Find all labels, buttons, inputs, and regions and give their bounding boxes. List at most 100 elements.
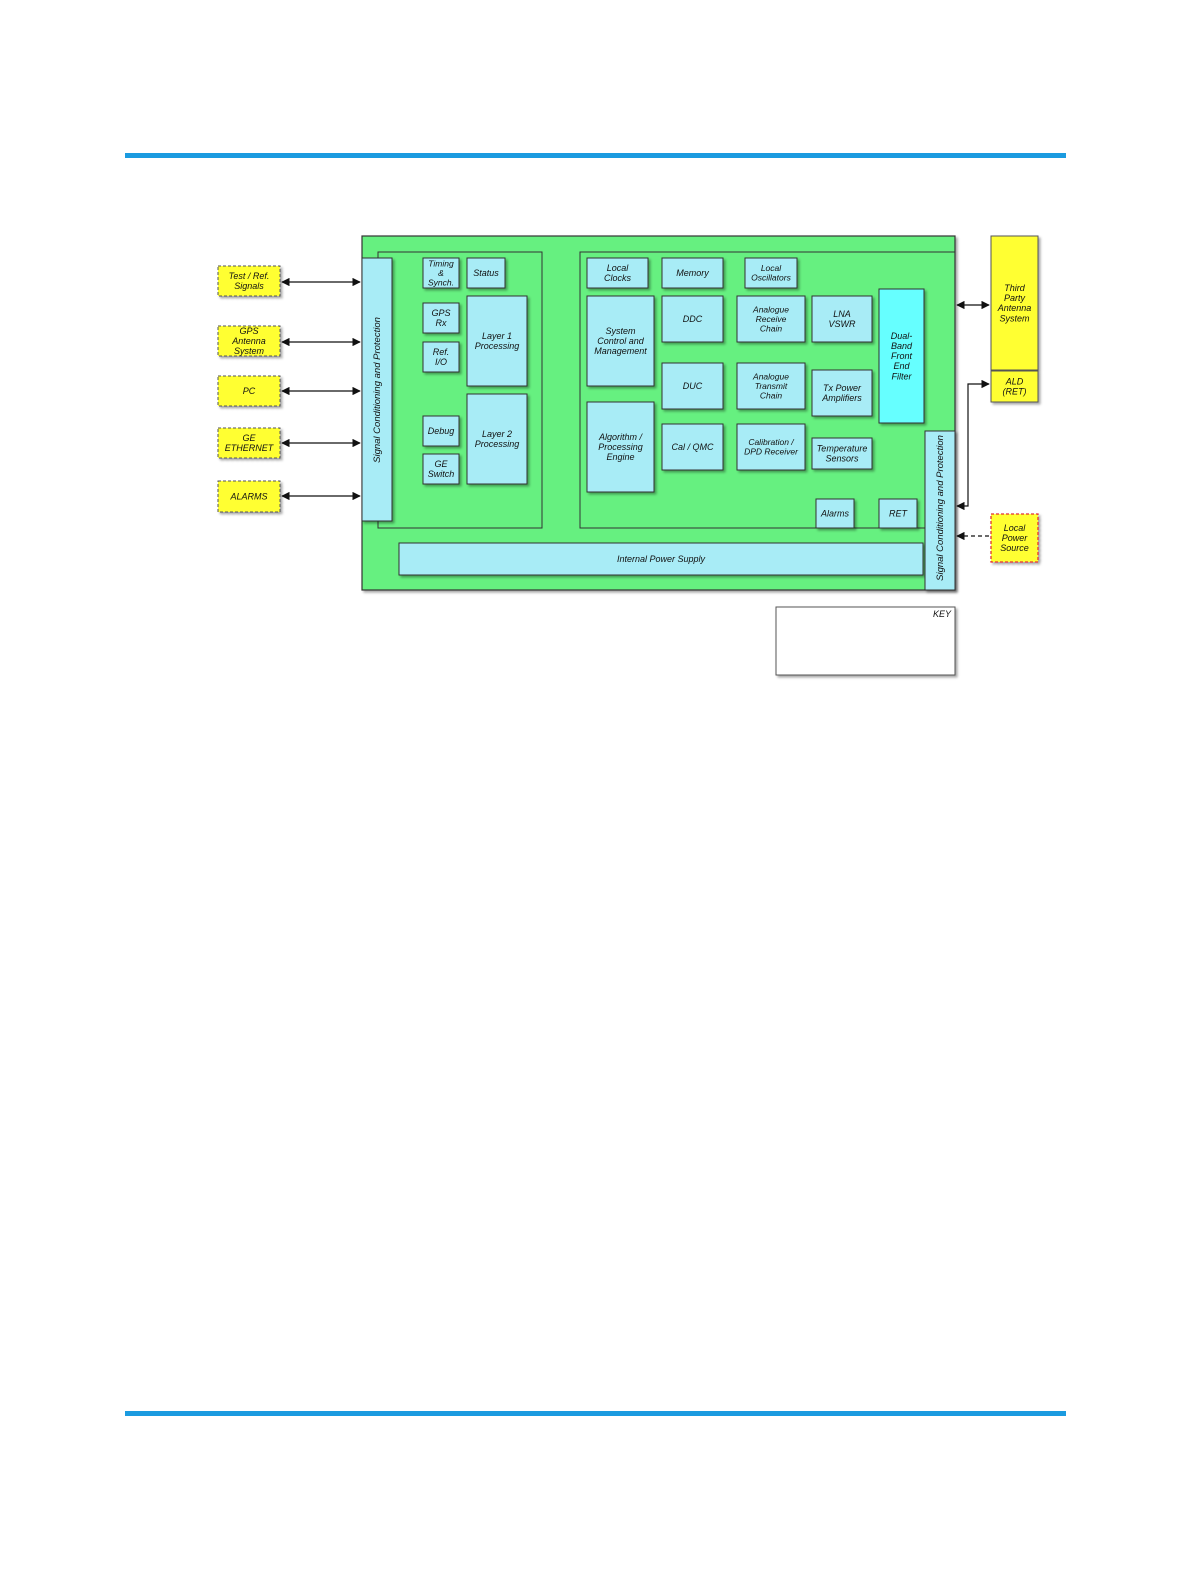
mod-alarms: Alarms — [815, 498, 855, 529]
mod-status-label: Status — [473, 268, 499, 278]
mod-ret: RET — [878, 498, 918, 529]
ext-test-ref: Test / Ref.Signals — [217, 265, 281, 297]
mod-system-control-label: Management — [594, 346, 647, 356]
mod-layer1-box — [466, 295, 528, 387]
mod-memory-box — [661, 257, 724, 289]
mod-dual-band-label: End — [893, 361, 910, 371]
mod-duc-box — [661, 362, 724, 410]
mod-ddc: DDC — [661, 295, 724, 343]
key-title: KEY — [933, 609, 952, 619]
mod-analogue-tx-label: Analogue — [752, 371, 789, 381]
ext-pc-box — [217, 375, 281, 407]
mod-layer2-box — [466, 393, 528, 485]
mod-lna-label: LNA — [833, 309, 851, 319]
ext-ald-label: ALD — [1005, 377, 1024, 387]
ext-gps-antenna-label: System — [234, 346, 265, 356]
mod-alarms-label: Alarms — [820, 509, 850, 519]
mod-debug: Debug — [422, 415, 460, 447]
ext-gps-antenna-label: Antenna — [231, 336, 266, 346]
mod-gps-rx-label: Rx — [436, 318, 447, 328]
mod-ddc-label: DDC — [683, 314, 703, 324]
mod-gps-rx-box — [422, 302, 460, 334]
mod-timing-box — [422, 257, 460, 289]
mod-system-control-label: System — [605, 326, 636, 336]
mod-calibration: Calibration /DPD Receiver — [736, 423, 806, 471]
mod-algorithm-box — [586, 401, 655, 493]
mod-debug-label: Debug — [428, 426, 455, 436]
mod-ref-io-label: I/O — [435, 357, 447, 367]
mod-analogue-rx-label: Analogue — [752, 304, 789, 314]
mod-calibration-label: Calibration / — [748, 437, 795, 447]
mod-layer1-label: Layer 1 — [482, 331, 512, 341]
mod-local-clocks-label: Local — [607, 263, 630, 273]
mod-algorithm-label: Engine — [606, 452, 634, 462]
mod-tx-power-box — [811, 369, 873, 417]
key-panel — [775, 606, 956, 676]
mod-temperature-label: Sensors — [825, 454, 859, 464]
ext-ald: ALD(RET) — [990, 370, 1039, 403]
right-subsystem-frame — [579, 251, 956, 529]
mod-status-box — [466, 257, 506, 289]
mod-ddc-box — [661, 295, 724, 343]
mod-ref-io: Ref.I/O — [422, 341, 460, 373]
mod-calibration-label: DPD Receiver — [744, 447, 799, 457]
mod-tx-power-label: Tx Power — [823, 383, 862, 393]
ext-pc: PC — [217, 375, 281, 407]
bottom-rule — [125, 1411, 1066, 1416]
mod-duc-label: DUC — [683, 381, 703, 391]
mod-temperature-label: Temperature — [817, 444, 868, 454]
mod-ret-box — [878, 498, 918, 529]
ext-gps-antenna-box — [217, 325, 281, 357]
link-ald — [956, 379, 990, 511]
ext-local-power-label: Power — [1002, 533, 1029, 543]
ext-test-ref-label: Signals — [234, 281, 264, 291]
ext-pc-label: PC — [243, 386, 256, 396]
mod-algorithm-label: Algorithm / — [598, 432, 644, 442]
signal-conditioning-left-label: Signal Conditioning and Protection — [372, 317, 383, 463]
mod-analogue-tx-box — [736, 362, 806, 410]
mod-internal-power-box — [398, 542, 924, 576]
mod-timing-label: & — [438, 268, 444, 278]
mod-signal-conditioning-left-box — [361, 257, 393, 522]
mod-layer2-label: Layer 2 — [482, 429, 512, 439]
mod-dual-band-label: Filter — [892, 371, 913, 381]
ext-ge-ethernet-label: ETHERNET — [225, 443, 275, 453]
mod-cal-qmc-label: Cal / QMC — [671, 442, 714, 452]
mod-timing-label: Synch. — [428, 277, 454, 287]
mod-temperature-box — [811, 437, 873, 470]
mod-ref-io-box — [422, 341, 460, 373]
mod-gps-rx-label: GPS — [431, 308, 450, 318]
mod-internal-power-label: Internal Power Supply — [617, 554, 706, 564]
ext-ald-box — [990, 370, 1039, 403]
ext-alarms-label: ALARMS — [229, 492, 267, 502]
mod-local-clocks-box — [586, 257, 649, 289]
mod-cal-qmc: Cal / QMC — [661, 423, 724, 471]
connections — [281, 277, 990, 541]
mod-ref-io-label: Ref. — [433, 347, 450, 357]
mod-analogue-rx-label: Receive — [756, 314, 787, 324]
mod-system-control-label: Control and — [597, 336, 645, 346]
mod-debug-box — [422, 415, 460, 447]
ext-gps-antenna-label: GPS — [239, 326, 258, 336]
mod-analogue-rx-box — [736, 295, 806, 343]
mod-layer2-label: Processing — [475, 439, 520, 449]
mod-signal-conditioning-left — [361, 257, 393, 522]
mod-local-osc-box — [744, 257, 798, 289]
ext-third-party-antenna-label: Third — [1004, 283, 1025, 293]
mod-calibration-box — [736, 423, 806, 471]
ext-third-party-antenna-label: System — [999, 313, 1030, 323]
